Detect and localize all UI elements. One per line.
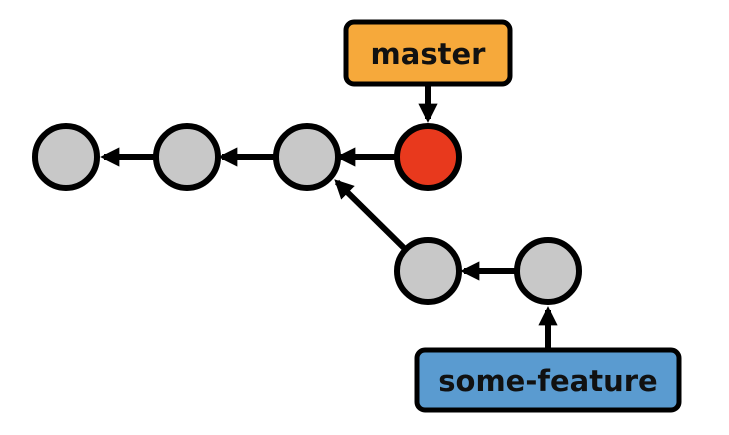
edge-f1-c3 [334,179,407,251]
master-label-text: master [371,37,487,71]
commit-node [153,123,221,191]
feature-label-text: some-feature [438,364,657,398]
feature-branch-label: some-feature [414,347,682,413]
head-commit-node [394,123,462,191]
commit-node [394,237,462,305]
commit-node [273,123,341,191]
commits [32,123,582,305]
edges [100,147,518,281]
master-branch-label: master [343,19,513,87]
commit-node [32,123,100,191]
ref-arrows [418,86,558,350]
commit-node [514,237,582,305]
master-label-box [343,19,513,87]
feature-label-box [414,347,682,413]
